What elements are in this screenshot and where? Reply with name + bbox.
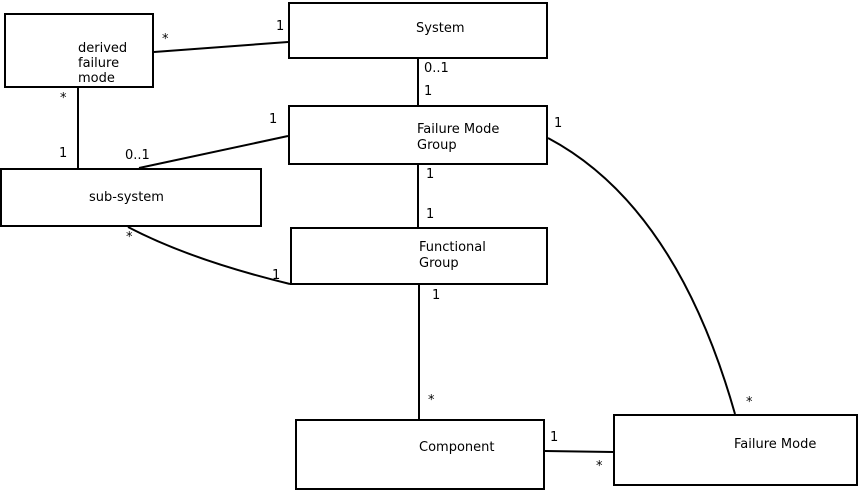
- entity-component[interactable]: Component: [295, 419, 545, 490]
- entity-label-derived-failure-mode: derived failure mode: [78, 41, 128, 86]
- multiplicity-fg-end-component: 1: [432, 288, 441, 303]
- multiplicity-subsystem-end-fg: *: [126, 230, 133, 245]
- entity-label-system: System: [416, 21, 465, 36]
- edge-component-failure-mode: [544, 450, 614, 453]
- entity-sub-system[interactable]: sub-system: [0, 168, 262, 227]
- entity-label-failure-mode: Failure Mode: [734, 437, 817, 452]
- multiplicity-system-end-fmg: 0..1: [424, 61, 449, 76]
- entity-failure-mode[interactable]: Failure Mode: [613, 414, 858, 486]
- multiplicity-fg-end-fmg: 1: [426, 207, 435, 222]
- entity-derived-failure-mode[interactable]: derived failure mode: [4, 13, 154, 88]
- edge-failure-mode-group-failure-mode: [547, 137, 736, 415]
- multiplicity-fmg-end-fg: 1: [426, 167, 435, 182]
- multiplicity-fmg-end-subsystem: 1: [269, 112, 278, 127]
- entity-label-sub-system: sub-system: [89, 190, 164, 205]
- entity-failure-mode-group[interactable]: Failure Mode Group: [288, 105, 548, 165]
- entity-label-component: Component: [419, 440, 495, 455]
- multiplicity-fm-end-component: *: [596, 459, 603, 474]
- entity-label-functional-group: Functional Group: [419, 240, 486, 271]
- entity-functional-group[interactable]: Functional Group: [290, 227, 548, 285]
- edge-system-derived-failure-mode: [153, 41, 289, 53]
- edge-failure-mode-group-sub-system: [138, 135, 289, 169]
- multiplicity-derived-failure-mode-end: *: [162, 32, 169, 47]
- entity-system[interactable]: System: [288, 2, 548, 59]
- multiplicity-system-end-derived: 1: [276, 19, 285, 34]
- entity-label-failure-mode-group: Failure Mode Group: [417, 122, 500, 153]
- edge-sub-system-functional-group: [127, 226, 291, 285]
- multiplicity-derived-end-subsystem: *: [60, 91, 67, 106]
- multiplicity-component-end-fm: 1: [550, 430, 559, 445]
- multiplicity-subsystem-end-fmg: 0..1: [125, 148, 150, 163]
- multiplicity-fmg-end-system: 1: [424, 84, 433, 99]
- multiplicity-component-end-fg: *: [428, 393, 435, 408]
- multiplicity-fg-end-subsystem: 1: [272, 268, 281, 283]
- multiplicity-subsystem-end-derived: 1: [59, 146, 68, 161]
- multiplicity-fm-end-fmg: *: [746, 395, 753, 410]
- multiplicity-fmg-end-fm: 1: [554, 116, 563, 131]
